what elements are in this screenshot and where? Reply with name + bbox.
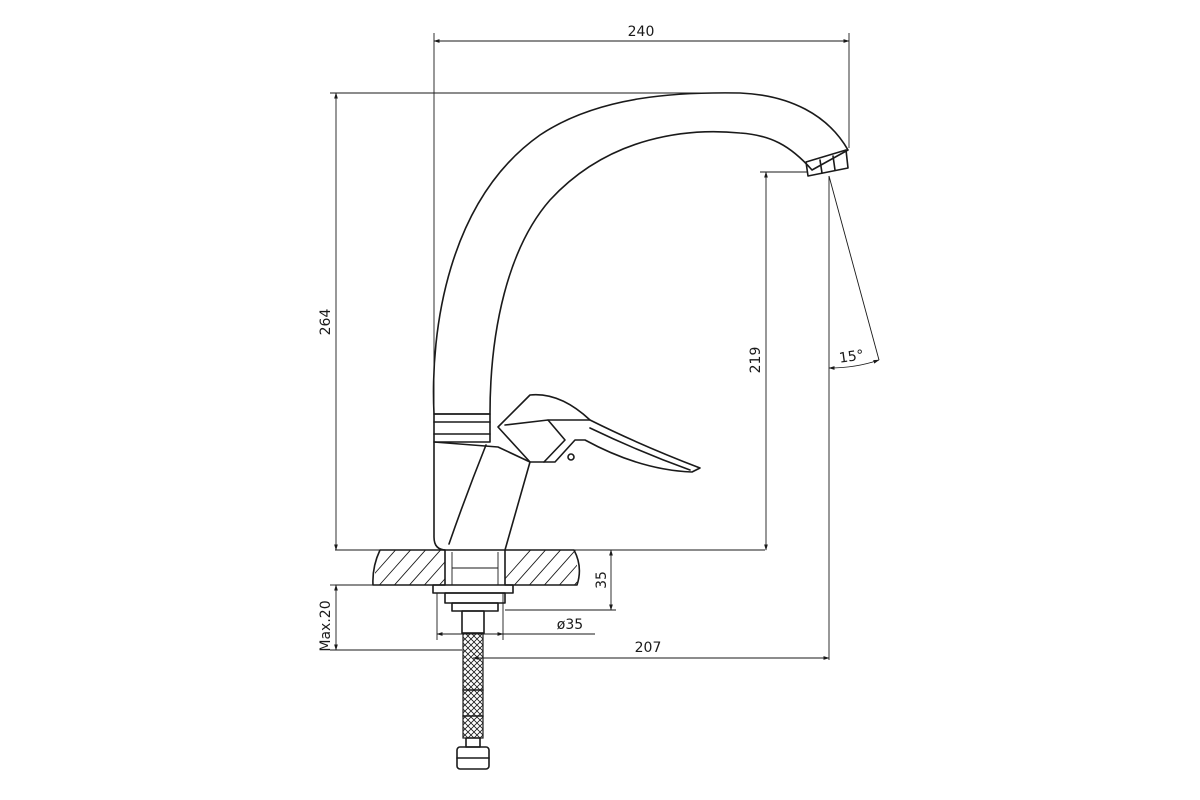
dim-label-max-thickness: Max.20 [318,600,334,651]
lever-handle [497,393,701,473]
dimension-spout-reach: 207 [472,640,830,660]
dimension-spout-height: 219 [748,171,808,551]
countertop-section [335,549,765,586]
spout [432,92,849,415]
dimension-total-height: 264 [318,92,740,551]
dimension-swivel-angle: 15° [828,175,880,660]
dimension-max-thickness: Max.20 [318,584,462,652]
dimension-total-width: 240 [433,24,850,414]
dim-label-spout-height: 219 [748,347,764,374]
faucet-body [433,413,531,551]
dim-label-spout-reach: 207 [635,640,662,656]
dimension-nut-height: 35 [505,549,616,611]
dim-label-nut-height: 35 [594,571,610,589]
dim-label-total-width: 240 [628,24,655,40]
hatching-right [505,550,577,585]
dim-label-diameter: ø35 [557,617,583,633]
mounting-hardware [432,584,514,770]
dim-label-total-height: 264 [318,309,334,336]
dim-label-swivel-angle: 15° [838,347,865,366]
dimension-diameter: ø35 [436,593,595,640]
hatching-left [375,550,445,585]
